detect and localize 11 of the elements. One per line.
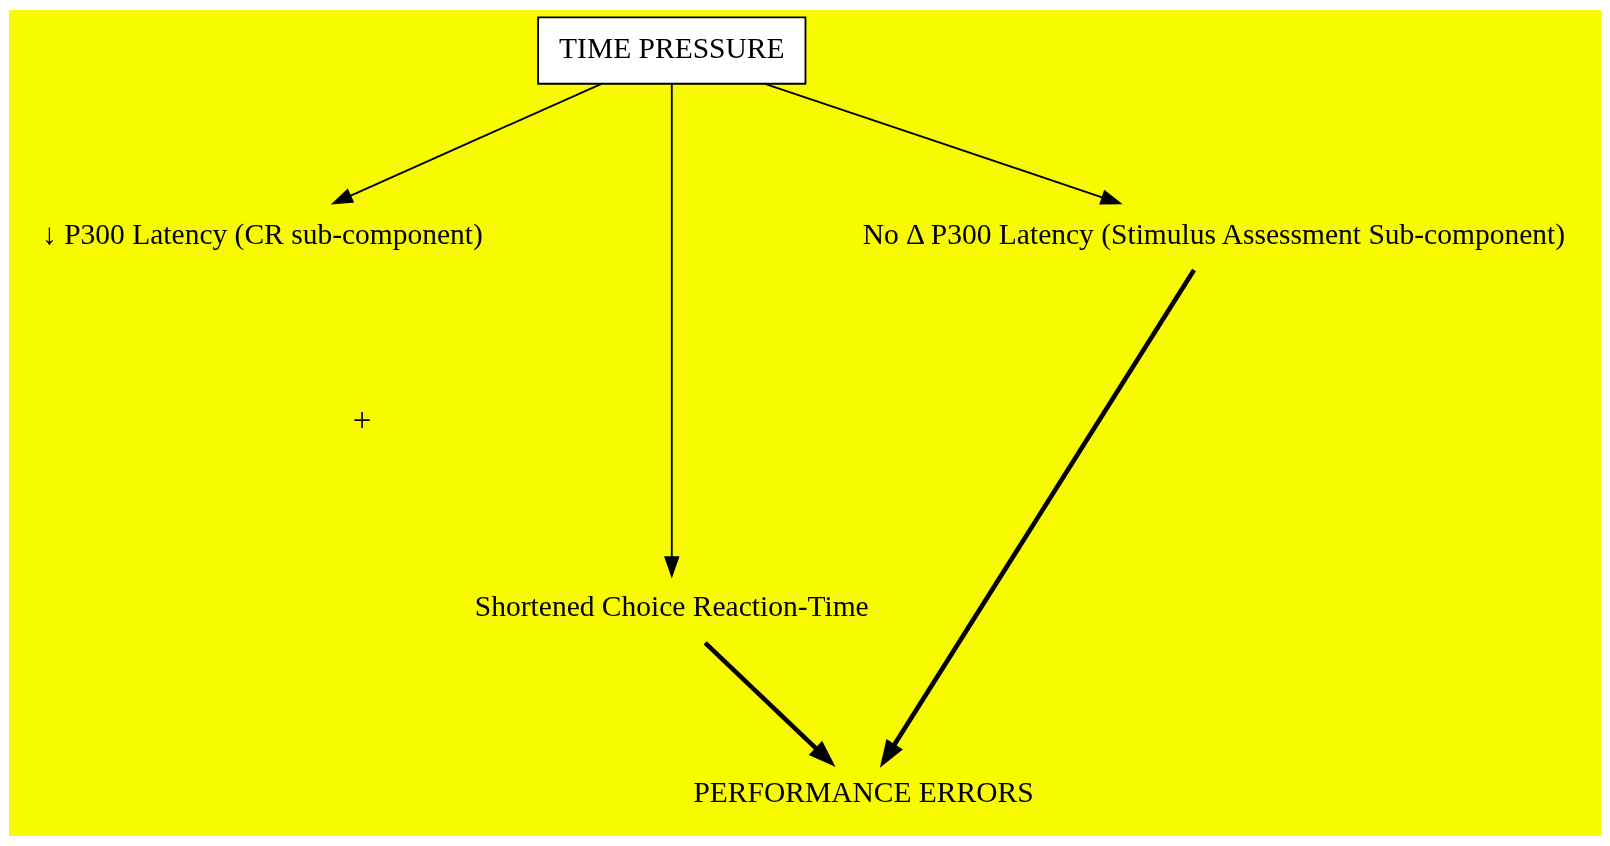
node-text: PERFORMANCE ERRORS [693,776,1034,809]
arrow [879,268,1196,768]
arrow [330,82,603,205]
node-text: Shortened Choice Reaction-Time [474,590,869,623]
arrow [764,82,1123,205]
node-text: No Δ P300 Latency (Stimulus Assessment Sub-component) [862,217,1566,250]
node-box: TIME PRESSURE [537,16,807,85]
arrow [664,82,680,579]
node-text: ↓ P300 Latency (CR sub-component) [42,217,483,250]
arrow [703,641,836,767]
label: + [352,401,372,439]
